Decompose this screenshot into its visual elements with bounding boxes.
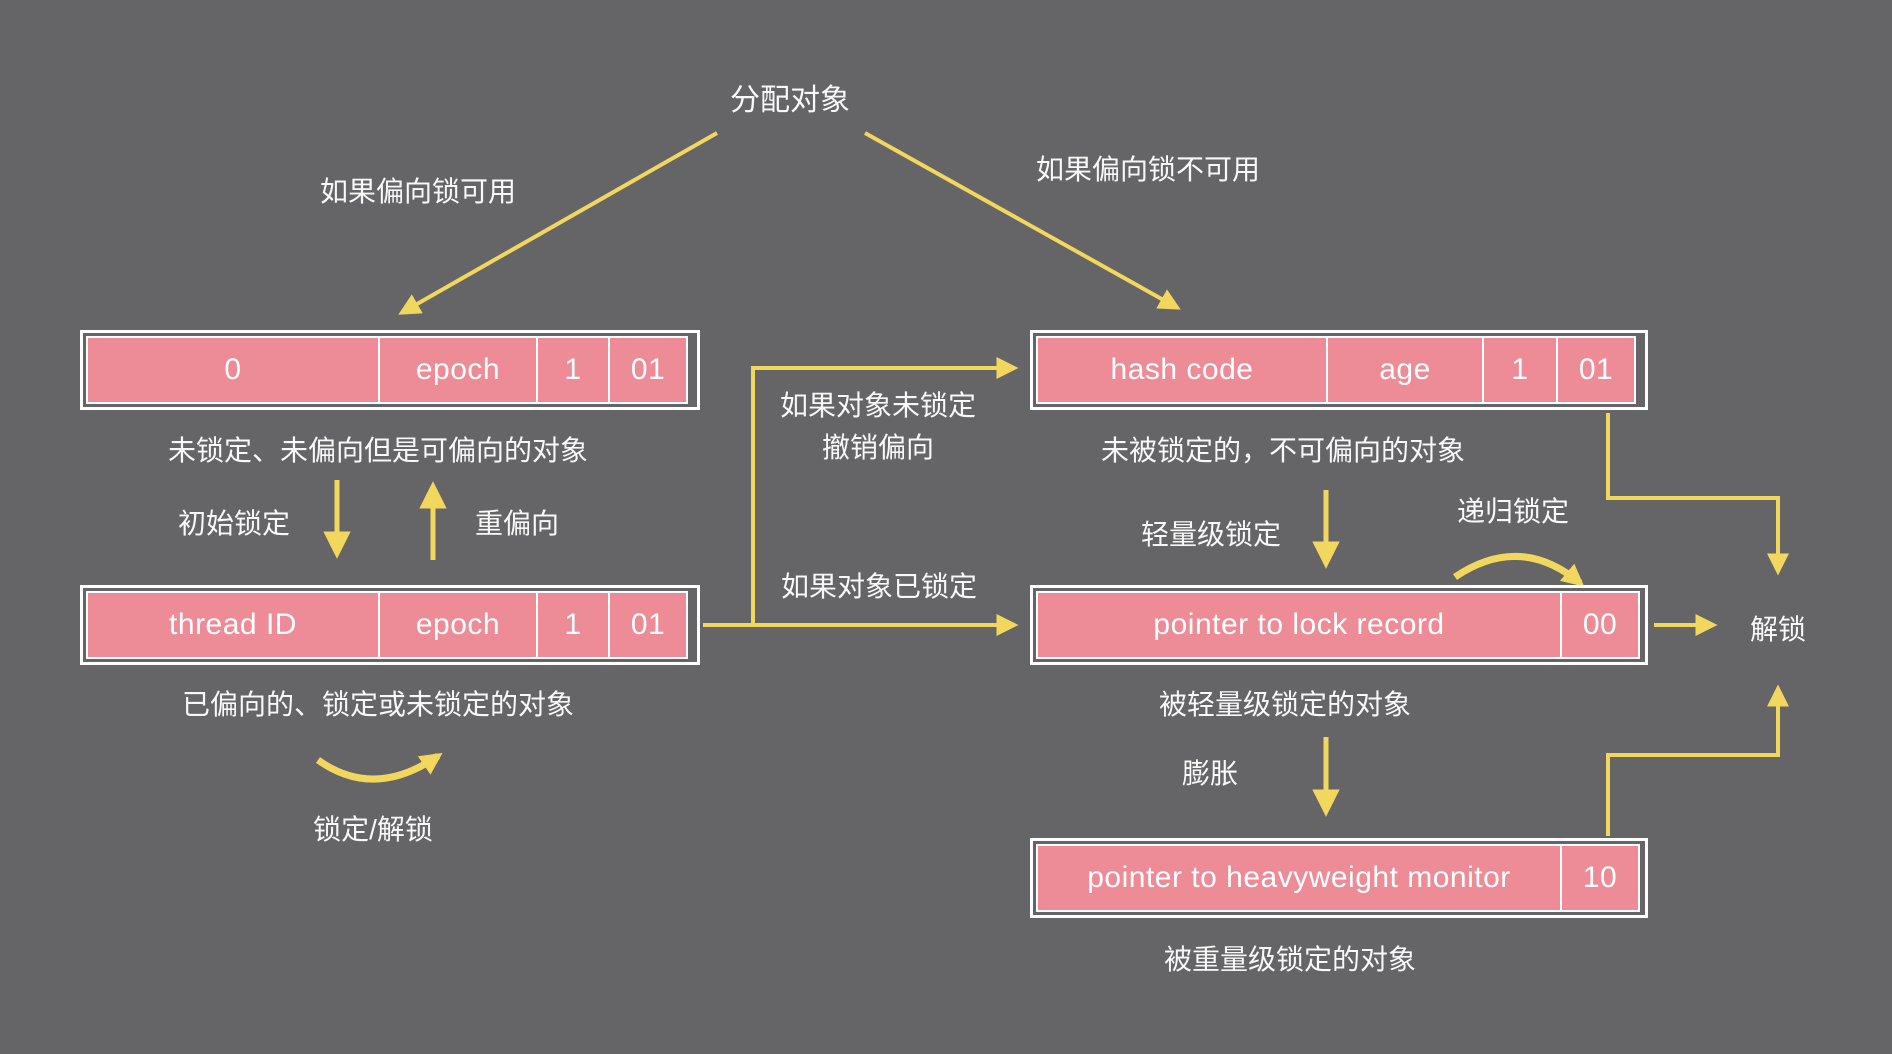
cell-bias-tag: 01 xyxy=(608,336,688,404)
cell-monitor-pointer: pointer to heavyweight monitor xyxy=(1036,844,1562,912)
lightweight-locked-markword-box: pointer to lock record 00 xyxy=(1030,585,1648,665)
unlocked-biasable-markword-box: 0 epoch 1 01 xyxy=(80,330,700,410)
cell-unbiasable-tag: 01 xyxy=(1556,336,1636,404)
biased-available-label: 如果偏向锁可用 xyxy=(319,176,517,207)
if-object-unlocked-label-line2: 撤销偏向 xyxy=(821,432,935,463)
cell-heavyweight-tag: 10 xyxy=(1560,844,1640,912)
caption-unlocked-unbiasable: 未被锁定的，不可偏向的对象 xyxy=(1100,435,1466,466)
rebias-label: 重偏向 xyxy=(474,508,560,539)
biased-unavailable-label: 如果偏向锁不可用 xyxy=(1035,154,1261,185)
initial-lock-label: 初始锁定 xyxy=(177,508,291,539)
cell-thread-id: thread ID xyxy=(86,591,380,659)
cell-bias-flag: 1 xyxy=(536,336,610,404)
monitor-to-unlock-path xyxy=(1606,684,1789,836)
cell-unbiasable-flag: 1 xyxy=(1482,336,1558,404)
unlocked-unbiasable-markword-box: hash code age 1 01 xyxy=(1030,330,1648,410)
unlock-label: 解锁 xyxy=(1749,614,1807,645)
allocate-object-label: 分配对象 xyxy=(730,84,850,117)
caption-lightweight-locked: 被轻量级锁定的对象 xyxy=(1158,689,1412,720)
inflate-label: 膨胀 xyxy=(1181,758,1239,789)
cell-biased-epoch: epoch xyxy=(378,591,538,659)
cell-biased-tag: 01 xyxy=(608,591,688,659)
lock-unlock-label: 锁定/解锁 xyxy=(313,814,433,845)
cell-age: age xyxy=(1326,336,1484,404)
if-object-locked-label: 如果对象已锁定 xyxy=(780,571,978,602)
if-object-unlocked-label-line1: 如果对象未锁定 xyxy=(779,390,977,421)
biased-markword-box: thread ID epoch 1 01 xyxy=(80,585,700,665)
cell-bias-zero: 0 xyxy=(86,336,380,404)
cell-lock-record-pointer: pointer to lock record xyxy=(1036,591,1562,659)
cell-bias-epoch: epoch xyxy=(378,336,538,404)
caption-heavyweight-locked: 被重量级锁定的对象 xyxy=(1163,944,1417,975)
cell-hash-code: hash code xyxy=(1036,336,1328,404)
recursive-lock-label: 递归锁定 xyxy=(1456,496,1570,527)
alloc-to-biasable-arrow xyxy=(398,131,718,315)
lock-unlock-swoosh-arrow xyxy=(315,752,443,783)
caption-biased: 已偏向的、锁定或未锁定的对象 xyxy=(181,689,575,720)
cell-lightweight-tag: 00 xyxy=(1560,591,1640,659)
caption-unlocked-biasable: 未锁定、未偏向但是可偏向的对象 xyxy=(167,435,589,466)
cell-biased-flag: 1 xyxy=(536,591,610,659)
heavyweight-locked-markword-box: pointer to heavyweight monitor 10 xyxy=(1030,838,1648,918)
unlocked-to-unlock-path xyxy=(1606,413,1789,576)
lightweight-lock-label: 轻量级锁定 xyxy=(1140,519,1282,550)
recursive-lock-arc-arrow xyxy=(1453,552,1585,587)
